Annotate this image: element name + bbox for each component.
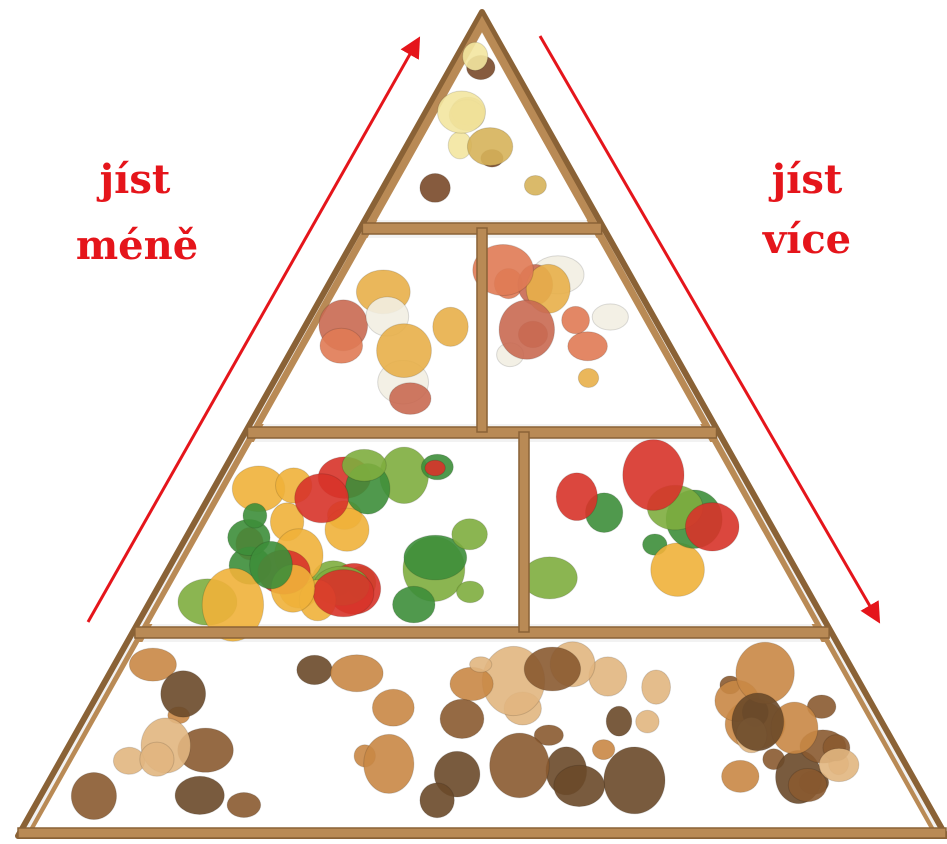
- food-item: [450, 667, 493, 700]
- food-item: [331, 655, 384, 692]
- food-item: [342, 449, 386, 481]
- shelf-board-bottom: [18, 828, 946, 838]
- food-item: [819, 748, 859, 781]
- food-item: [364, 734, 414, 793]
- food-item: [161, 671, 206, 717]
- food-item: [457, 581, 484, 603]
- food-item: [732, 693, 784, 751]
- food-item: [642, 670, 671, 704]
- food-item: [592, 740, 614, 760]
- food-item: [788, 769, 827, 802]
- food-item: [685, 503, 739, 551]
- food-item: [467, 128, 512, 166]
- food-item: [578, 369, 598, 388]
- food-item: [393, 586, 435, 623]
- food-item: [297, 655, 332, 684]
- food-item: [372, 689, 414, 726]
- food-item: [499, 300, 554, 359]
- pyramid-level-vegetables-and-fruit: [149, 440, 814, 642]
- food-item: [433, 307, 468, 346]
- food-item: [377, 324, 432, 378]
- eat-less-label-line1: jíst: [70, 160, 200, 200]
- food-item: [604, 747, 665, 814]
- food-item: [250, 541, 293, 588]
- food-item: [636, 710, 659, 733]
- food-item: [524, 176, 546, 196]
- eat-less-label-line2: méně: [62, 226, 212, 266]
- food-item: [452, 519, 488, 550]
- food-item: [623, 440, 684, 511]
- food-item: [320, 328, 363, 363]
- food-item: [389, 383, 431, 415]
- food-item: [175, 776, 224, 814]
- eat-more-label-line2: více: [742, 220, 872, 260]
- shelf-board-3: [135, 627, 829, 638]
- food-item: [722, 760, 759, 792]
- food-item: [227, 793, 261, 818]
- food-item: [470, 657, 492, 673]
- food-item: [440, 699, 484, 738]
- food-item: [313, 570, 374, 617]
- food-item: [420, 174, 450, 203]
- food-item: [420, 783, 454, 818]
- food-item: [524, 647, 580, 691]
- food-item: [438, 91, 486, 133]
- food-item: [425, 460, 445, 476]
- food-item: [568, 332, 608, 361]
- food-item: [556, 473, 597, 521]
- food-item: [606, 706, 632, 736]
- pyramid-level-grains-and-bread: [35, 642, 930, 828]
- food-item: [554, 765, 605, 806]
- food-item: [490, 733, 550, 798]
- food-item: [243, 503, 267, 528]
- food-item: [295, 474, 349, 523]
- food-item: [522, 557, 577, 599]
- food-item: [140, 742, 174, 776]
- food-item: [562, 306, 590, 333]
- divider-level-2: [477, 228, 487, 432]
- eat-more-label-line1: jíst: [742, 160, 872, 200]
- food-item: [651, 543, 705, 596]
- food-item: [592, 304, 628, 330]
- divider-level-3: [519, 432, 529, 632]
- food-item: [71, 773, 116, 820]
- food-item: [463, 42, 488, 70]
